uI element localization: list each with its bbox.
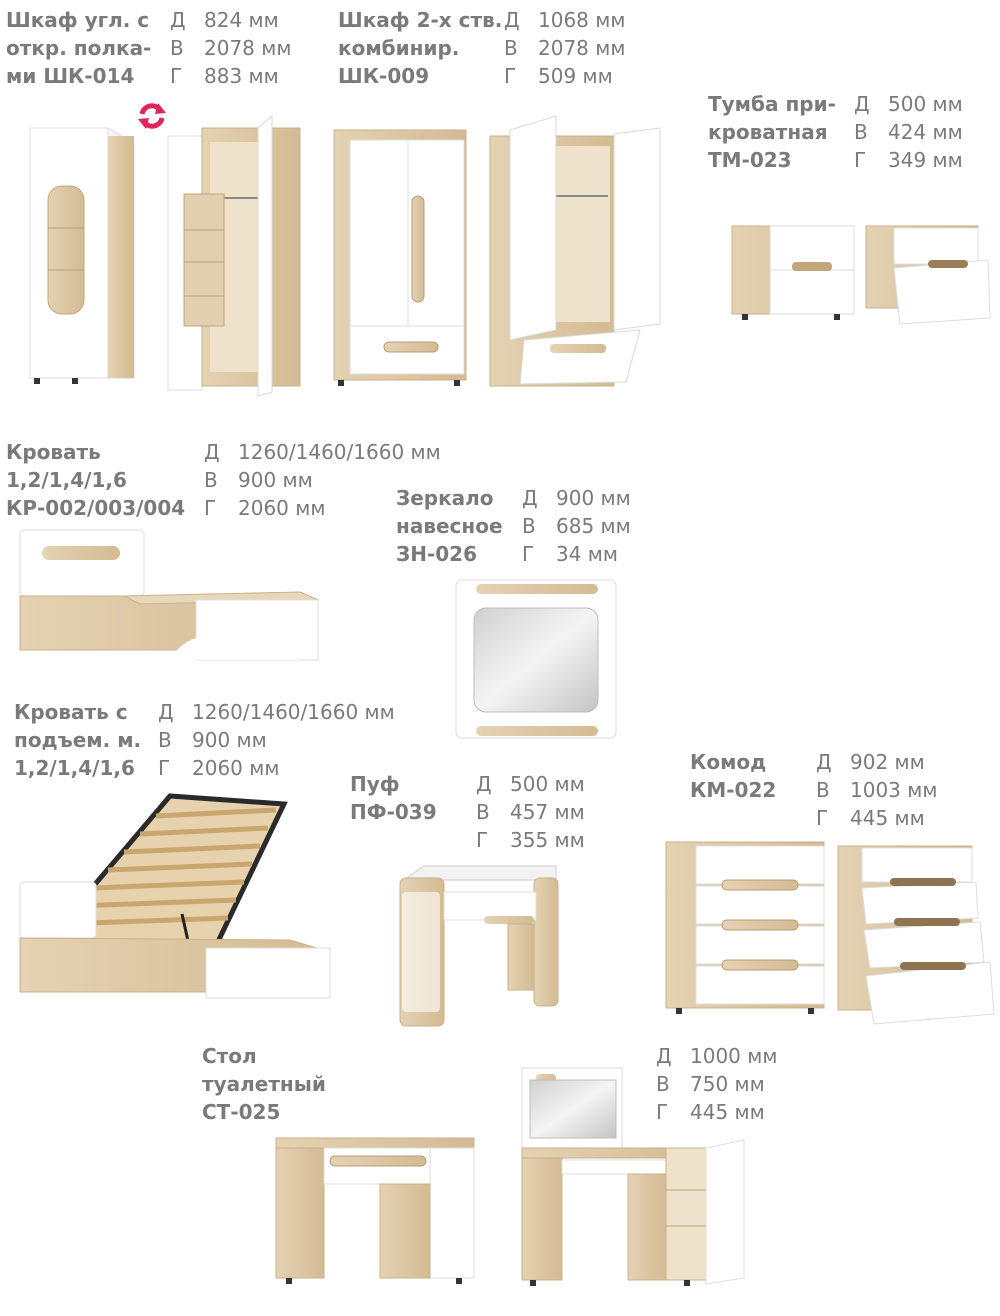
wardrobe-open — [489, 115, 661, 387]
nightstand-open — [865, 225, 991, 325]
corner-wardrobe-open — [167, 114, 301, 397]
bed — [19, 529, 319, 661]
item-name: Кровать с подъем. м. 1,2/1,4/1,6 — [14, 700, 142, 780]
dressing-table-open — [521, 1067, 745, 1286]
dressing-table-closed — [275, 1137, 475, 1284]
chest-closed — [665, 841, 825, 1014]
lift-bed — [19, 793, 331, 999]
chest-open — [837, 845, 995, 1025]
pouf — [399, 865, 559, 1027]
rotate-icon — [138, 103, 166, 129]
mirror — [455, 579, 617, 739]
item-name: Зеркало навесное ЗН-026 — [396, 486, 503, 566]
item-name: Шкаф угл. с откр. полка- ми ШК-014 — [6, 8, 152, 88]
item-name: Стол туалетный СТ-025 — [202, 1044, 326, 1124]
nightstand-closed — [731, 225, 855, 320]
item-name: Кровать 1,2/1,4/1,6 КР-002/003/004 — [6, 440, 186, 520]
item-name: Комод КМ-022 — [690, 750, 777, 802]
item-name: Пуф ПФ-039 — [350, 772, 437, 824]
item-name: Тумба при- кроватная ТМ-023 — [708, 92, 836, 172]
corner-wardrobe-closed — [29, 127, 135, 384]
wardrobe-closed — [333, 129, 467, 386]
item-name: Шкаф 2-х ств. комбинир. ШК-009 — [338, 8, 503, 88]
